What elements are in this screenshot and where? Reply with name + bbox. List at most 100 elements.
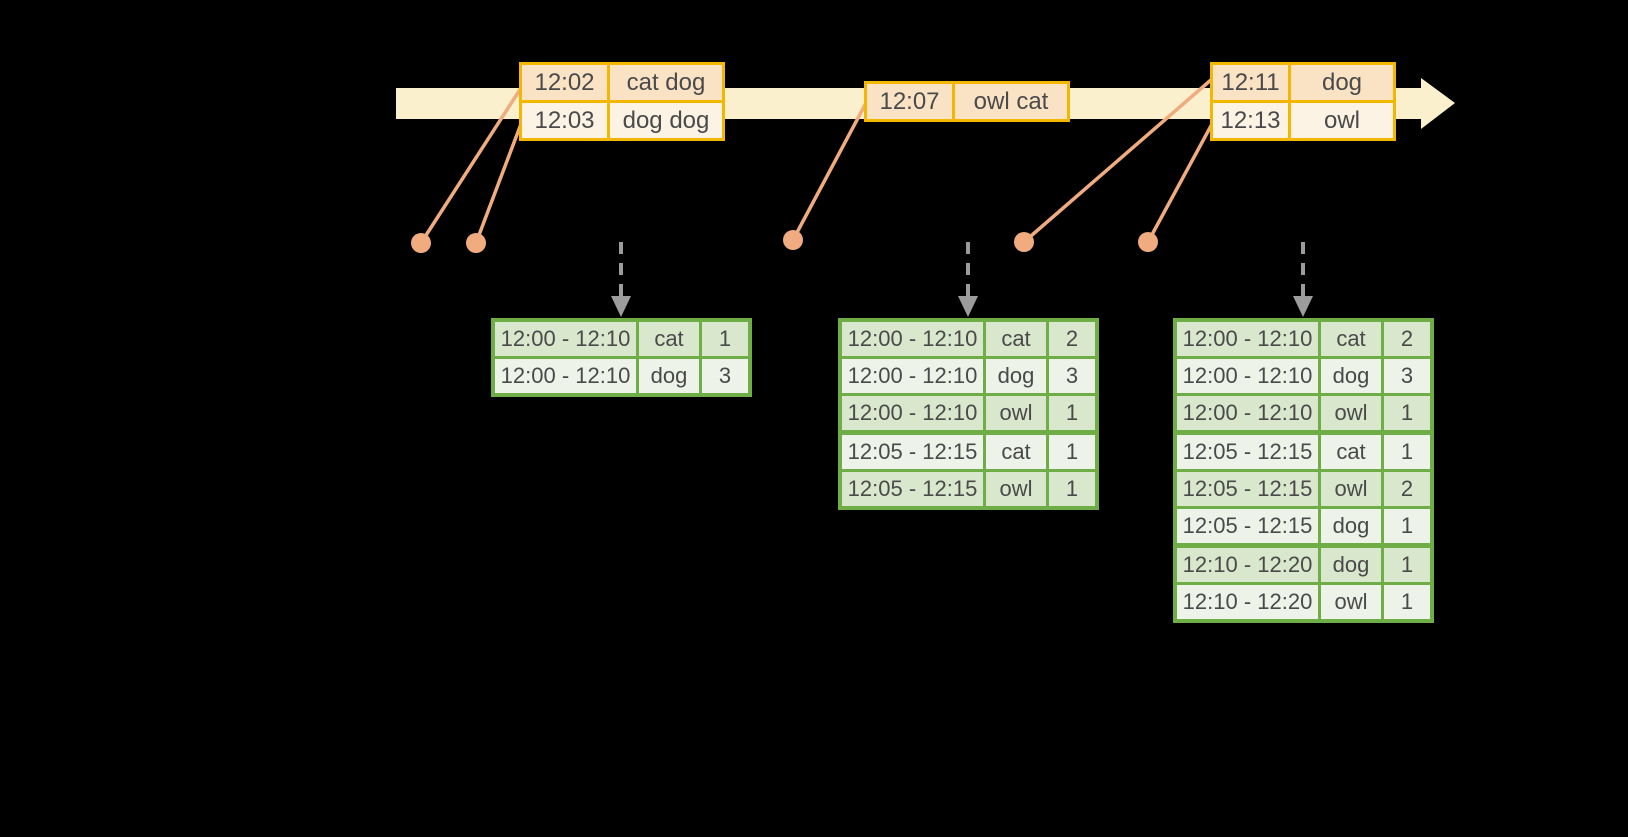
event-words: owl cat: [955, 84, 1067, 119]
connector-line: [1022, 77, 1214, 244]
result-row: 12:10 - 12:20 dog 1: [1177, 548, 1430, 582]
window-group: 12:10 - 12:20 dog 1 12:10 - 12:20 owl 1: [1177, 548, 1430, 619]
word-cell: cat: [1321, 435, 1381, 469]
count-cell: 1: [1384, 396, 1430, 430]
count-cell: 1: [702, 322, 748, 356]
event-table-1: 12:02 cat dog 12:03 dog dog: [519, 62, 725, 141]
count-cell: 2: [1049, 322, 1095, 356]
count-cell: 1: [1049, 472, 1095, 506]
window-cell: 12:00 - 12:10: [842, 322, 983, 356]
result-row: 12:00 - 12:10 owl 1: [1177, 396, 1430, 430]
result-row: 12:05 - 12:15 owl 2: [1177, 472, 1430, 506]
result-row: 12:00 - 12:10 cat 1: [495, 322, 748, 356]
count-cell: 1: [1384, 435, 1430, 469]
count-cell: 1: [1049, 435, 1095, 469]
event-time: 12:03: [522, 103, 607, 138]
word-cell: dog: [986, 359, 1046, 393]
window-cell: 12:00 - 12:10: [1177, 396, 1318, 430]
result-row: 12:00 - 12:10 dog 3: [495, 359, 748, 393]
event-row: 12:11 dog: [1213, 65, 1393, 100]
result-row: 12:00 - 12:10 dog 3: [1177, 359, 1430, 393]
event-dot-icon: [1138, 232, 1158, 252]
window-group: 12:05 - 12:15 cat 1 12:05 - 12:15 owl 2 …: [1177, 435, 1430, 543]
word-cell: dog: [1321, 548, 1381, 582]
event-time: 12:02: [522, 65, 607, 100]
connector-line: [419, 87, 523, 244]
window-cell: 12:05 - 12:15: [842, 435, 983, 469]
count-cell: 3: [702, 359, 748, 393]
trigger-arrowhead-icon: [958, 296, 978, 317]
window-cell: 12:00 - 12:10: [495, 359, 636, 393]
word-cell: dog: [1321, 359, 1381, 393]
window-group: 12:00 - 12:10 cat 2 12:00 - 12:10 dog 3 …: [842, 322, 1095, 430]
event-dot-icon: [1014, 232, 1034, 252]
count-cell: 1: [1384, 548, 1430, 582]
word-cell: owl: [1321, 585, 1381, 619]
window-group: 12:05 - 12:15 cat 1 12:05 - 12:15 owl 1: [842, 435, 1095, 506]
connector-line: [1146, 123, 1214, 243]
window-cell: 12:10 - 12:20: [1177, 548, 1318, 582]
event-dot-icon: [411, 233, 431, 253]
word-cell: owl: [1321, 396, 1381, 430]
result-row: 12:10 - 12:20 owl 1: [1177, 585, 1430, 619]
window-cell: 12:10 - 12:20: [1177, 585, 1318, 619]
window-cell: 12:05 - 12:15: [1177, 472, 1318, 506]
result-table-3: 12:00 - 12:10 cat 2 12:00 - 12:10 dog 3 …: [1173, 318, 1434, 623]
event-words: cat dog: [610, 65, 722, 100]
trigger-arrowhead-icon: [1293, 296, 1313, 317]
event-words: dog: [1291, 65, 1393, 100]
connector-line: [791, 102, 868, 241]
word-cell: owl: [986, 472, 1046, 506]
result-row: 12:05 - 12:15 cat 1: [1177, 435, 1430, 469]
event-time: 12:11: [1213, 65, 1288, 100]
word-cell: cat: [986, 322, 1046, 356]
count-cell: 2: [1384, 472, 1430, 506]
trigger-arrowhead-icon: [611, 296, 631, 317]
event-row: 12:02 cat dog: [522, 65, 722, 100]
result-table-1: 12:00 - 12:10 cat 1 12:00 - 12:10 dog 3: [491, 318, 752, 397]
count-cell: 2: [1384, 322, 1430, 356]
count-cell: 3: [1384, 359, 1430, 393]
count-cell: 1: [1384, 509, 1430, 543]
window-cell: 12:05 - 12:15: [1177, 435, 1318, 469]
window-cell: 12:00 - 12:10: [495, 322, 636, 356]
word-cell: cat: [639, 322, 699, 356]
word-cell: owl: [986, 396, 1046, 430]
result-row: 12:05 - 12:15 dog 1: [1177, 509, 1430, 543]
count-cell: 1: [1049, 396, 1095, 430]
event-words: owl: [1291, 103, 1393, 138]
word-cell: dog: [1321, 509, 1381, 543]
window-group: 12:00 - 12:10 cat 1 12:00 - 12:10 dog 3: [495, 322, 748, 393]
word-cell: owl: [1321, 472, 1381, 506]
window-cell: 12:00 - 12:10: [1177, 322, 1318, 356]
result-row: 12:00 - 12:10 cat 2: [842, 322, 1095, 356]
connector-line: [474, 123, 523, 244]
event-time: 12:13: [1213, 103, 1288, 138]
event-dot-icon: [783, 230, 803, 250]
window-cell: 12:00 - 12:10: [1177, 359, 1318, 393]
result-table-2: 12:00 - 12:10 cat 2 12:00 - 12:10 dog 3 …: [838, 318, 1099, 510]
window-group: 12:00 - 12:10 cat 2 12:00 - 12:10 dog 3 …: [1177, 322, 1430, 430]
result-row: 12:00 - 12:10 cat 2: [1177, 322, 1430, 356]
result-row: 12:00 - 12:10 dog 3: [842, 359, 1095, 393]
result-row: 12:05 - 12:15 owl 1: [842, 472, 1095, 506]
event-words: dog dog: [610, 103, 722, 138]
event-table-3: 12:11 dog 12:13 owl: [1210, 62, 1396, 141]
window-cell: 12:00 - 12:10: [842, 396, 983, 430]
event-table-2: 12:07 owl cat: [864, 81, 1070, 122]
result-row: 12:05 - 12:15 cat 1: [842, 435, 1095, 469]
event-row: 12:07 owl cat: [867, 84, 1067, 119]
event-row: 12:03 dog dog: [522, 103, 722, 138]
count-cell: 3: [1049, 359, 1095, 393]
window-cell: 12:05 - 12:15: [842, 472, 983, 506]
count-cell: 1: [1384, 585, 1430, 619]
window-cell: 12:05 - 12:15: [1177, 509, 1318, 543]
word-cell: dog: [639, 359, 699, 393]
word-cell: cat: [986, 435, 1046, 469]
event-row: 12:13 owl: [1213, 103, 1393, 138]
word-cell: cat: [1321, 322, 1381, 356]
result-row: 12:00 - 12:10 owl 1: [842, 396, 1095, 430]
window-cell: 12:00 - 12:10: [842, 359, 983, 393]
event-time: 12:07: [867, 84, 952, 119]
